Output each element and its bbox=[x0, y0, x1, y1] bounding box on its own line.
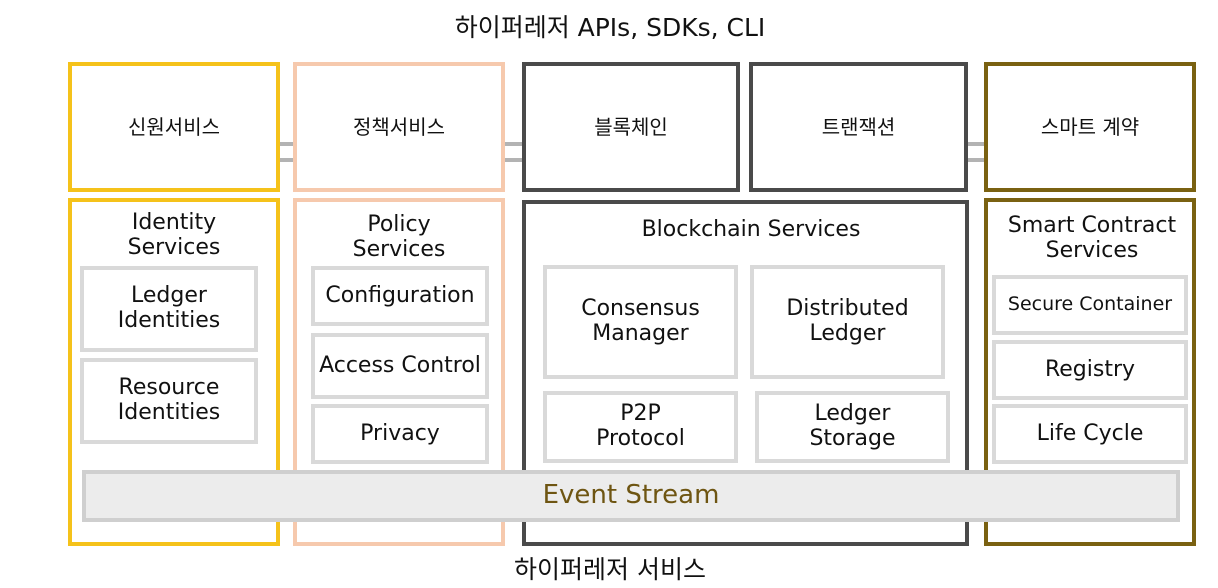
connector-line bbox=[505, 158, 523, 162]
registry-box: Registry bbox=[992, 340, 1188, 400]
p2p-protocol-box: P2P Protocol bbox=[543, 391, 738, 463]
top-box-identity: 신원서비스 bbox=[68, 62, 280, 192]
ledger-identities-box: Ledger Identities bbox=[80, 266, 258, 352]
identity-services-title: Identity Services bbox=[127, 210, 221, 260]
policy-services-title: Policy Services bbox=[352, 212, 446, 262]
life-cycle-box: Life Cycle bbox=[992, 404, 1188, 464]
smart-contract-services-panel bbox=[984, 198, 1196, 546]
connector-line bbox=[280, 158, 294, 162]
consensus-manager-box: Consensus Manager bbox=[543, 265, 738, 379]
blockchain-services-panel bbox=[522, 200, 969, 546]
resource-identities-box: Resource Identities bbox=[80, 358, 258, 444]
ledger-storage-box: Ledger Storage bbox=[755, 391, 950, 463]
connector-line bbox=[968, 158, 985, 162]
diagram-title-top: 하이퍼레저 APIs, SDKs, CLI bbox=[454, 13, 766, 42]
policy-services-panel bbox=[293, 198, 505, 546]
event-stream-bar: Event Stream bbox=[82, 470, 1180, 522]
distributed-ledger-box: Distributed Ledger bbox=[750, 265, 945, 379]
connector-line bbox=[280, 142, 294, 146]
connector-line bbox=[505, 142, 523, 146]
top-box-smart-contract: 스마트 계약 bbox=[984, 62, 1196, 192]
top-box-blockchain: 블록체인 bbox=[522, 62, 740, 192]
secure-container-box: Secure Container bbox=[992, 275, 1188, 335]
top-box-policy: 정책서비스 bbox=[293, 62, 505, 192]
identity-services-panel bbox=[68, 198, 280, 546]
smart-contract-services-title: Smart Contract Services bbox=[1007, 213, 1177, 263]
configuration-box: Configuration bbox=[311, 266, 489, 326]
privacy-box: Privacy bbox=[311, 404, 489, 464]
diagram-title-bottom: 하이퍼레저 서비스 bbox=[514, 555, 706, 584]
blockchain-services-title: Blockchain Services bbox=[641, 216, 861, 242]
access-control-box: Access Control bbox=[311, 333, 489, 399]
connector-line bbox=[968, 142, 985, 146]
top-box-transaction: 트랜잭션 bbox=[749, 62, 968, 192]
